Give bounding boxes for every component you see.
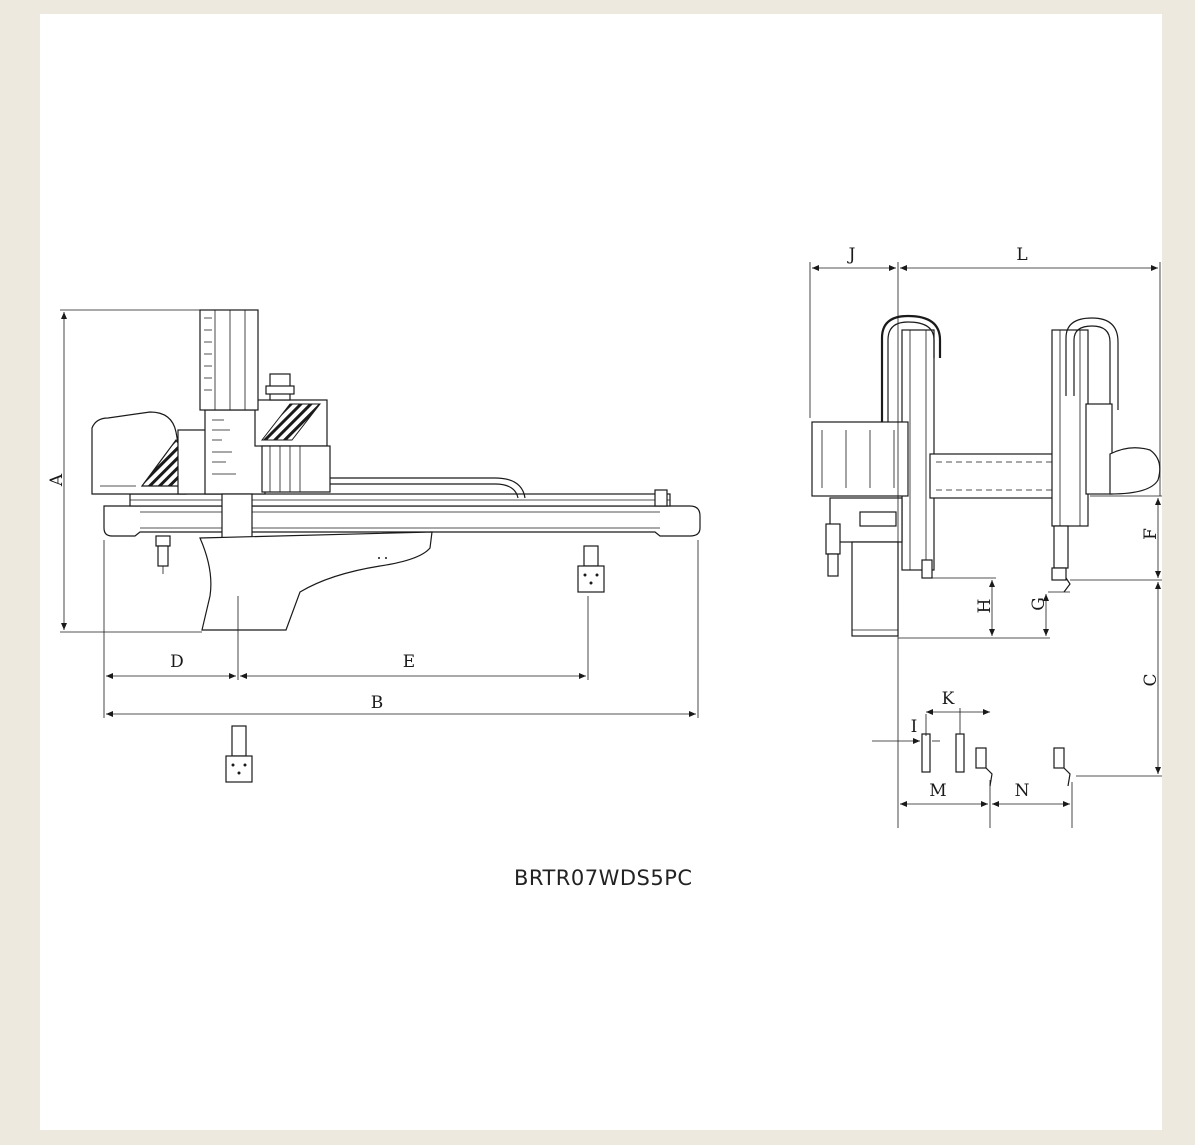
- dim-label-j: J: [847, 245, 856, 265]
- dim-label-k: K: [942, 689, 955, 709]
- dimension-labels: A D E B J L F H G C K I M N: [47, 245, 1161, 801]
- dim-label-h: H: [975, 599, 995, 614]
- dim-label-c: C: [1141, 673, 1161, 686]
- dim-label-m: M: [929, 781, 946, 801]
- dim-label-l: L: [1016, 245, 1027, 265]
- side-view: [60, 309, 701, 783]
- dim-label-f: F: [1141, 528, 1161, 540]
- dim-label-b: B: [371, 693, 384, 713]
- front-view: [809, 262, 1162, 828]
- dim-label-a: A: [47, 473, 67, 487]
- dim-label-d: D: [170, 652, 184, 672]
- dim-label-e: E: [403, 652, 415, 672]
- dim-label-i: I: [911, 717, 918, 737]
- dim-label-g: G: [1029, 597, 1049, 611]
- model-name: BRTR07WDS5PC: [514, 866, 693, 890]
- dim-label-n: N: [1015, 781, 1030, 801]
